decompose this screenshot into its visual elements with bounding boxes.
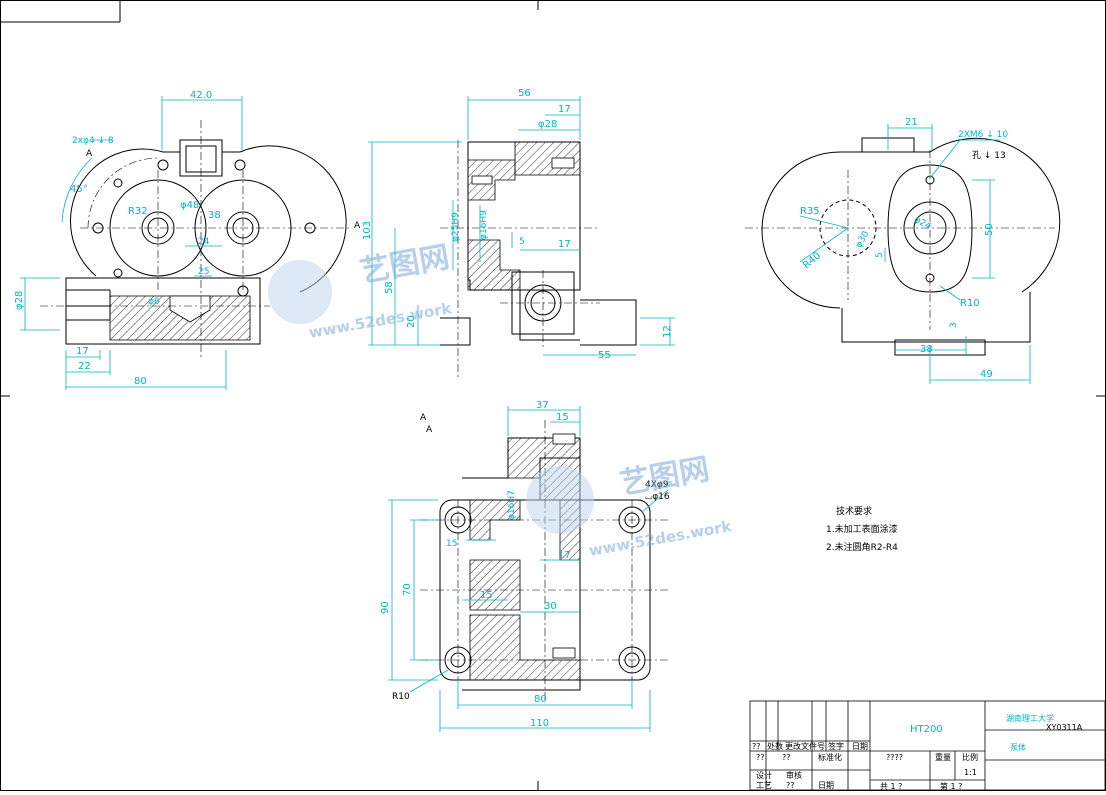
side-view: 56 17 φ28 103 φ25H9 φ16H9 5 17 58 20 55 … (362, 88, 675, 380)
dim-w30: 30 (544, 601, 557, 612)
section-mark-a: A (86, 149, 93, 159)
dim-r10: R10 (960, 298, 980, 309)
dim-radius: R32 (128, 206, 148, 217)
dim-h70: 70 (402, 583, 413, 596)
dim-h20: 20 (406, 315, 417, 328)
watermark-name-2: 艺图网 (617, 452, 712, 502)
dim-len17: 17 (76, 346, 89, 357)
dim-hole-note: 2xφ4 ↓ 8 (72, 136, 114, 146)
section-mark-a-right: A (354, 221, 361, 231)
dim-cb: ⌴φ16 (645, 492, 670, 502)
dim-w56: 56 (518, 88, 531, 99)
dim-d30: φ30 (854, 229, 871, 249)
tb-h1: ?? (752, 742, 761, 751)
watermark-name-1: 艺图网 (357, 240, 452, 290)
tb-r7: 设计 (756, 770, 772, 780)
dim-w55: 55 (598, 350, 611, 361)
tb-r6: 比例 (962, 752, 978, 762)
tb-material: HT200 (910, 724, 943, 735)
section-view: A A (380, 400, 670, 732)
section-label-sub: A (426, 425, 433, 435)
dim-w110: 110 (530, 718, 549, 729)
dim-h103: 103 (362, 221, 373, 240)
requirement-1: 1.未加工表面涂漆 (826, 523, 898, 535)
dim-len22: 22 (78, 361, 91, 372)
dim-w15b: 15 (480, 590, 493, 601)
tb-r10: 日期 (818, 781, 834, 790)
tb-r4: ???? (886, 753, 903, 762)
dim-r40: R40 (801, 250, 823, 271)
tb-sheet-b: 第 1 ? (940, 781, 962, 791)
dim-w15: 15 (556, 412, 569, 423)
top-view: 21 2XM6 ↓ 10 孔 ↓ 13 R35 R40 φ30 φ24 50 5… (745, 117, 1061, 384)
dim-w21: 21 (905, 117, 918, 128)
dim-h50: 50 (984, 223, 995, 236)
dim-d3: φ6 (148, 297, 160, 307)
watermark-1: 艺图网 www.52des.work (268, 240, 454, 342)
dim-w38: 38 (920, 344, 933, 355)
dim-h12: 12 (662, 325, 673, 338)
dim-thread: 2XM6 ↓ 10 (958, 130, 1008, 140)
dim-d28: φ28 (538, 119, 557, 130)
tb-scale: 1:1 (964, 768, 977, 777)
front-view: 42.0 2xφ4 ↓ 8 A A 45° R32 φ48 38 24 25 φ… (14, 90, 361, 390)
dim-s15: 15 (446, 539, 457, 549)
tb-r3: 标准化 (818, 752, 842, 762)
technical-requirements: 技术要求 1.未加工表面涂漆 2.未注圆角R2-R4 (826, 505, 898, 553)
tb-r5: 重量 (935, 752, 951, 762)
dim-r10: R10 (392, 692, 410, 702)
tb-r8: 审核 (786, 770, 802, 780)
dim-holes: 4Xφ9 (645, 480, 669, 490)
tb-h2: 处数 (767, 741, 783, 751)
dim-angle: 45° (70, 184, 88, 195)
dim-w80: 80 (534, 694, 547, 705)
tb-r11: ?? (786, 781, 795, 790)
dim-h90: 90 (380, 601, 391, 614)
dim-center-dist: 38 (208, 210, 221, 221)
tb-part: 泵体 (1010, 742, 1026, 752)
tb-h3: 更改文件号 (785, 741, 825, 751)
tb-code: XY0311A (1046, 723, 1083, 732)
watermark-2: 艺图网 www.52des.work (526, 452, 734, 560)
dim-w49: 49 (980, 369, 993, 380)
requirement-2: 2.未注圆角R2-R4 (826, 541, 898, 553)
dim-bore: φ48 (180, 200, 199, 211)
dim-d1: 24 (198, 237, 210, 247)
title-block: HT200 湖南理工大学 XY0311A 泵体 ?? 处数 更改文件号 签字 日… (749, 700, 1106, 791)
tb-h4: 签字 (828, 741, 844, 751)
dim-w17: 17 (558, 104, 571, 115)
dim-fit: φ16H7 (507, 490, 517, 520)
watermark-url-2: www.52des.work (588, 517, 734, 560)
dim-r35: R35 (800, 206, 820, 217)
dim-len80: 80 (134, 376, 147, 387)
dim-hole: 孔 ↓ 13 (972, 150, 1006, 161)
dim-port: φ28 (14, 291, 25, 310)
dim-width-top: 42.0 (190, 90, 212, 101)
requirements-title: 技术要求 (836, 505, 872, 517)
section-label: A (420, 413, 427, 423)
dim-fit1: φ25H9 (451, 212, 461, 242)
tb-sheet-a: 共 1 ? (880, 782, 902, 791)
tb-r2: ?? (782, 753, 791, 762)
dim-d24: φ24 (912, 215, 932, 232)
tb-h5: 日期 (852, 742, 868, 751)
tb-r9: 工艺 (756, 781, 772, 790)
dim-w37: 37 (536, 400, 549, 411)
tb-school: 湖南理工大学 (1006, 713, 1054, 723)
watermark-url-1: www.52des.work (308, 299, 454, 342)
dim-d2: 25 (198, 267, 209, 277)
dim-s3: 3 (949, 322, 959, 328)
dim-s5: 5 (875, 252, 885, 258)
dim-s17: 17 (558, 550, 571, 561)
tb-r1: ?? (756, 753, 765, 762)
dim-s5: 5 (519, 237, 525, 247)
dim-h58: 58 (384, 281, 395, 294)
dim-fit2: φ16H9 (479, 210, 489, 240)
dim-s17: 17 (558, 239, 571, 250)
